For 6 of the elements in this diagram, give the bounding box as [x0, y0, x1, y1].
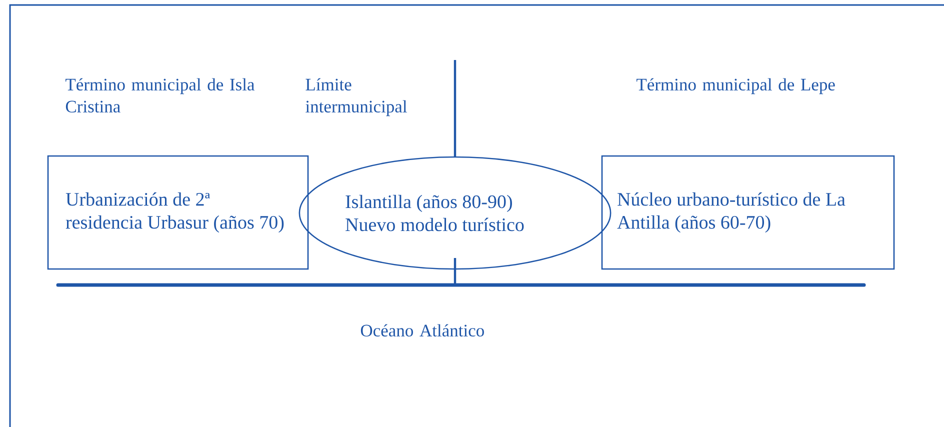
- zone-box: Urbanización de 2ª residencia Urbasur (años 70): [47, 155, 309, 270]
- region-label: Límite intermunicipal: [306, 78, 407, 116]
- region-label: Término municipal de Isla Cristina: [66, 78, 254, 113]
- region-label: Término municipal de Lepe: [636, 78, 835, 94]
- zone-box: Núcleo urbano-turístico de La Antilla (años 60-70): [601, 155, 895, 270]
- region-label: Océano Atlántico: [360, 324, 484, 337]
